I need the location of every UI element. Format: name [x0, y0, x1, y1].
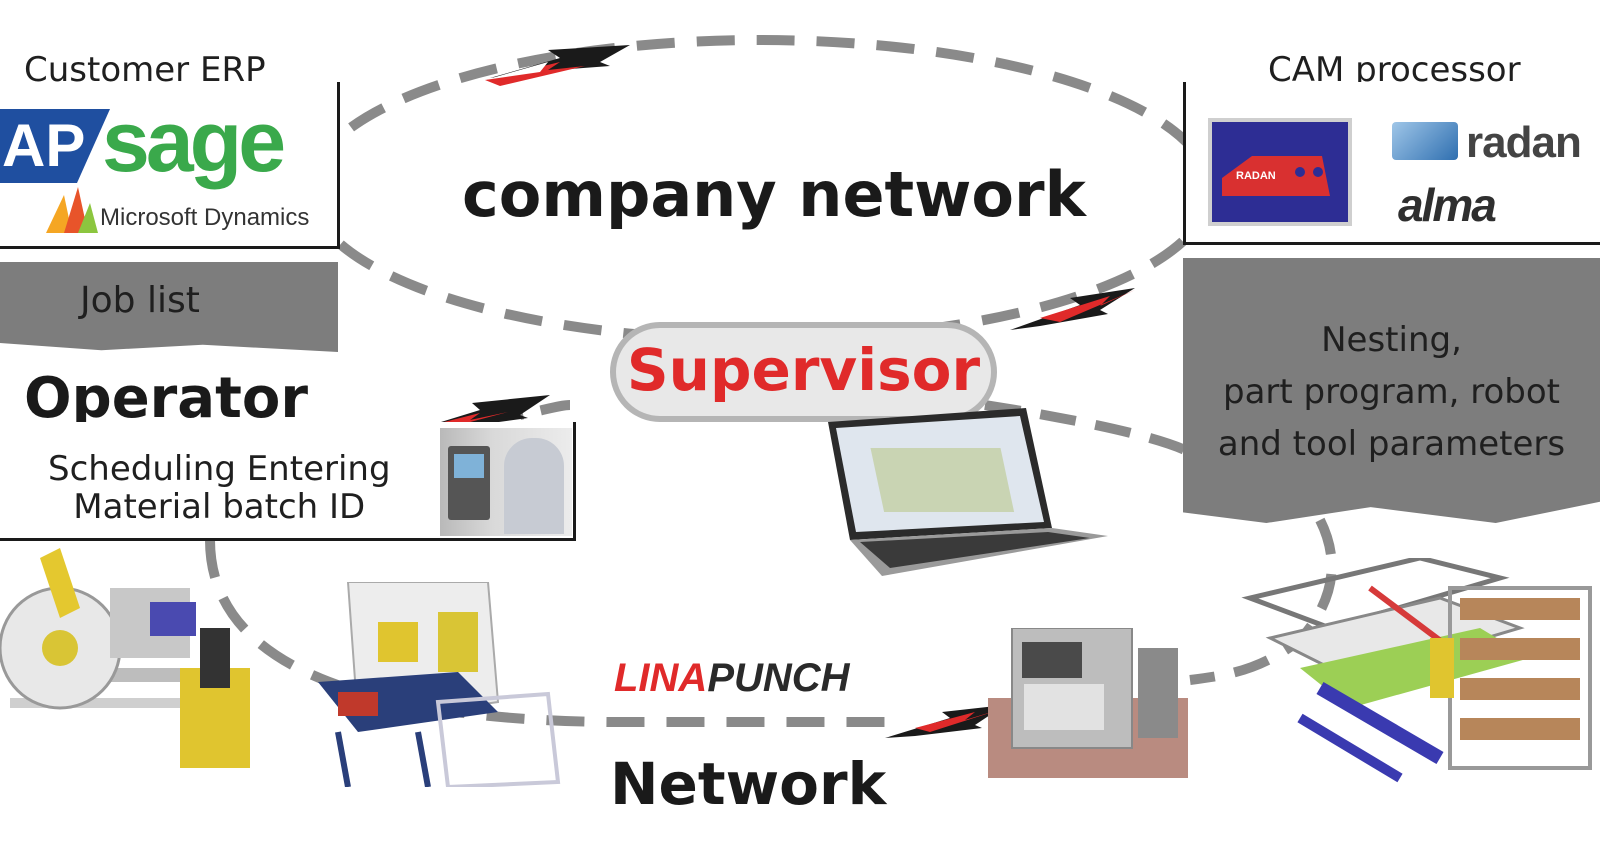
supervisor-node: Supervisor [610, 322, 997, 422]
cam-processor-box: RADAN radan alma [1183, 82, 1600, 245]
job-list-label: Job list [80, 280, 200, 321]
linapunch-punch: PUNCH [707, 656, 850, 700]
sap-logo: AP [0, 109, 110, 183]
laptop-icon [828, 408, 1108, 576]
coil-feeder-machine [0, 548, 250, 768]
microsoft-dynamics-logo: Microsoft Dynamics [100, 204, 310, 231]
network-label: Network [610, 750, 887, 818]
company-network-label: company network [462, 158, 1086, 231]
linapunch-lina: LINA [614, 656, 708, 700]
alma-logo: alma [1398, 179, 1497, 231]
operator-box: Scheduling Entering Material batch ID [0, 422, 576, 541]
operator-person-icon [504, 438, 564, 534]
arrow-right-icon [1010, 288, 1135, 330]
operator-panel-icon [448, 446, 490, 520]
job-list-panel: Job list [0, 262, 338, 352]
robot-cell [1241, 558, 1592, 783]
arrow-bottom-icon [885, 705, 1005, 738]
radan-logo: radan [1466, 118, 1582, 167]
operator-text: Scheduling Entering Material batch ID [48, 450, 391, 526]
nesting-line-3: and tool parameters [1217, 424, 1566, 464]
nesting-line-2: part program, robot [1222, 372, 1561, 412]
nesting-line-1: Nesting, [1321, 320, 1462, 360]
operator-title: Operator [24, 366, 308, 431]
press-machine [318, 582, 561, 787]
cam-screenshot: RADAN [1208, 118, 1352, 226]
operator-photo [440, 428, 572, 536]
arrow-top-icon [485, 45, 630, 86]
radan-icon [1392, 122, 1458, 160]
operator-link [519, 400, 571, 420]
microsoft-dynamics-icon [46, 187, 98, 233]
nesting-panel: Nesting, part program, robot and tool pa… [1183, 258, 1600, 523]
sage-logo: sage [102, 94, 286, 190]
supervisor-label: Supervisor [626, 336, 981, 404]
cam-part-icon [1222, 156, 1330, 196]
cam-screenshot-label: RADAN [1236, 170, 1276, 182]
operator-line-1: Scheduling Entering [48, 449, 391, 489]
linapunch-logo: LINAPUNCH [614, 656, 850, 701]
operator-line-2: Material batch ID [73, 487, 366, 527]
nesting-text: Nesting, part program, robot and tool pa… [1183, 314, 1600, 470]
printer-machine [988, 628, 1188, 778]
customer-erp-box: AP sage Microsoft Dynamics [0, 82, 340, 249]
